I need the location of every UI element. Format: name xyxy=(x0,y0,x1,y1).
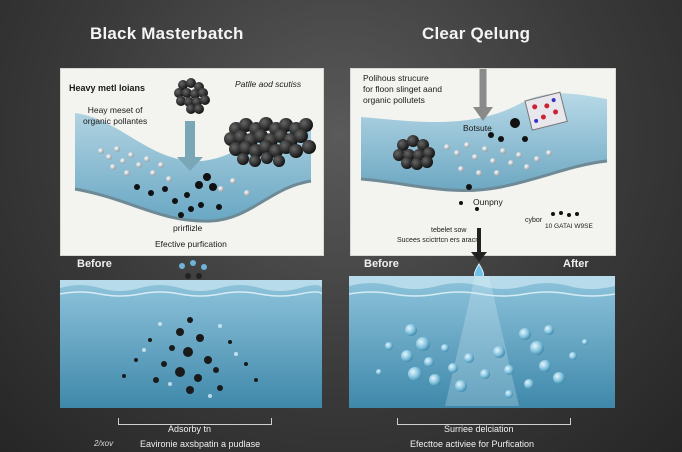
right-caption-1: Surriee delciation xyxy=(444,424,514,434)
right-diagram-illustration xyxy=(360,69,608,217)
left-diagram-illustration xyxy=(74,78,316,223)
effective-purification-label: Efective purfication xyxy=(155,239,227,249)
left-caption-2: Eavironie axsbpatin a pudlase xyxy=(140,439,261,449)
left-title: Black Masterbatch xyxy=(90,24,244,43)
right-caption-2: Efecttoe activiee for Purfication xyxy=(410,439,535,449)
right-caption-bracket xyxy=(397,418,571,425)
scale-label: 10 GATAI W9SE xyxy=(545,223,593,230)
cybor-label: cybor xyxy=(525,217,543,224)
right-before-label: Before xyxy=(364,258,399,270)
corner-mark: 2/xov xyxy=(94,439,114,448)
left-caption-bracket xyxy=(118,418,272,425)
organic-pollutants-label: Heay meset of organic pollantes xyxy=(83,105,148,126)
heavy-metal-label: Heavy metl loians xyxy=(69,83,146,93)
left-before-label: Before xyxy=(77,258,112,270)
right-after-label: After xyxy=(563,258,589,270)
porous-structure-label: Polihous strucure for floon slinget aand… xyxy=(363,73,442,105)
left-water-illustration xyxy=(60,280,322,408)
right-diagram-panel: Polihous strucure for floon slinget aand… xyxy=(350,68,616,256)
right-title: Clear Qelung xyxy=(422,24,531,43)
right-water-tank xyxy=(349,276,615,408)
sucees-label: Sucees scictrtcn ers aracn xyxy=(397,237,480,244)
left-diagram-panel: Heavy metl loians Patlle aod scutiss Hea… xyxy=(60,68,324,256)
particle-label: Patlle aod scutiss xyxy=(235,79,302,89)
botsute-label: Botsute xyxy=(463,123,492,133)
left-caption-1: Adsorby tn xyxy=(168,424,212,434)
ounpny-label: Ounpny xyxy=(473,197,503,207)
water-droplet-icon xyxy=(179,260,207,279)
tebelet-label: tebelet sow xyxy=(431,227,467,234)
down-arrow-icon xyxy=(471,228,487,283)
left-water-tank xyxy=(60,280,322,408)
right-water-illustration xyxy=(349,276,615,408)
pri-label: prirflizle xyxy=(173,223,203,233)
